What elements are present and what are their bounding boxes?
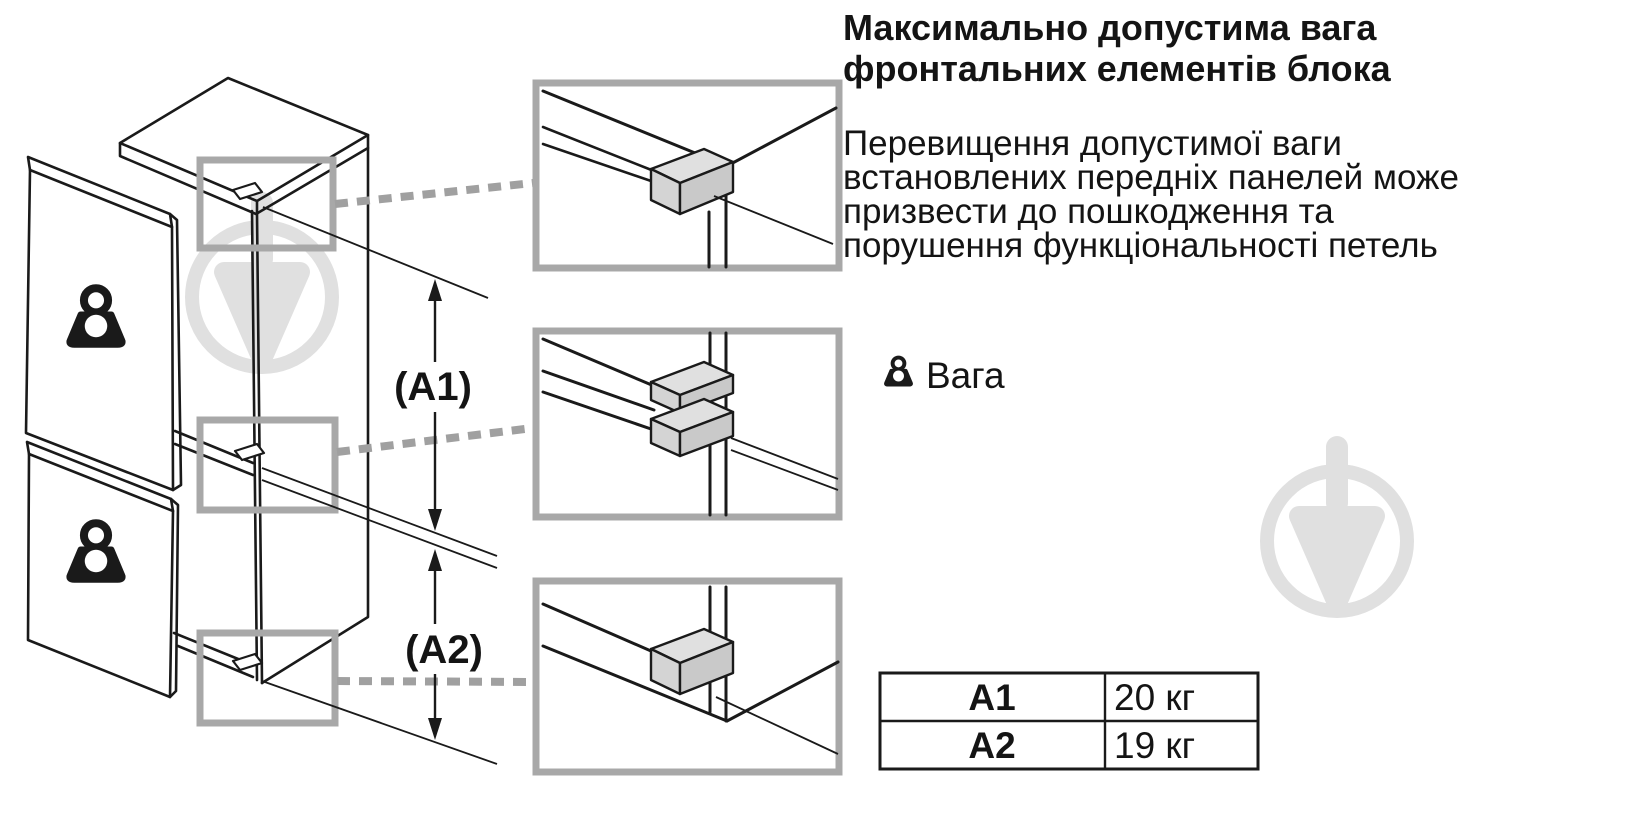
paragraph-line-4: порушення функціональності петель (843, 226, 1438, 265)
callout-dashed-line-top (334, 179, 534, 208)
dimension-a1: (A1) (394, 279, 472, 531)
inset-middle-hinge-detail (532, 327, 843, 521)
a2-dimension-label: (A2) (405, 628, 483, 672)
middle-hinge-nub (233, 442, 266, 462)
highlight-box-middle-hinge (196, 416, 339, 514)
paragraph-line-2: встановлених передніх панелей може (843, 158, 1459, 197)
dimension-a2: (A2) (405, 549, 483, 740)
weight-icon (883, 355, 914, 387)
heading-line-1: Максимально допустима вага (843, 7, 1377, 48)
a1-dimension-label: (A1) (394, 365, 472, 409)
highlight-box-top-hinge (196, 156, 337, 252)
fridge-cabinet-outline (118, 76, 370, 685)
leader-lines (261, 206, 498, 765)
table-cell-a2-value: 19 кг (1114, 725, 1195, 766)
warning-paragraph: Перевищення допустимої ваги встановлених… (843, 124, 1459, 265)
door-panels-fill (26, 157, 181, 697)
table-cell-a2-key: A2 (968, 725, 1015, 766)
door-panel-lower (25, 440, 180, 699)
highlight-box-bottom-hinge (196, 629, 339, 727)
table-cell-a1-key: A1 (968, 677, 1015, 718)
heading-line-2: фронтальних елементів блока (843, 48, 1392, 89)
bottom-hinge-nub (231, 652, 264, 672)
watermark-logo (185, 192, 339, 374)
inset-bottom-hinge-detail (532, 577, 843, 776)
weight-legend: Вага (883, 355, 1005, 396)
table-cell-a1-value: 20 кг (1114, 677, 1195, 718)
paragraph-line-1: Перевищення допустимої ваги (843, 124, 1342, 163)
paragraph-line-3: призвести до пошкодження та (843, 192, 1334, 231)
top-hinge-nub (231, 181, 264, 201)
inset-top-hinge-detail (532, 79, 843, 272)
door-panel-upper (24, 155, 183, 492)
page-title: Максимально допустима вага фронтальних е… (843, 7, 1392, 89)
spec-table: A1 20 кг A2 19 кг (878, 671, 1260, 771)
watermark-logo (1260, 436, 1414, 618)
weight-legend-label: Вага (926, 355, 1005, 396)
